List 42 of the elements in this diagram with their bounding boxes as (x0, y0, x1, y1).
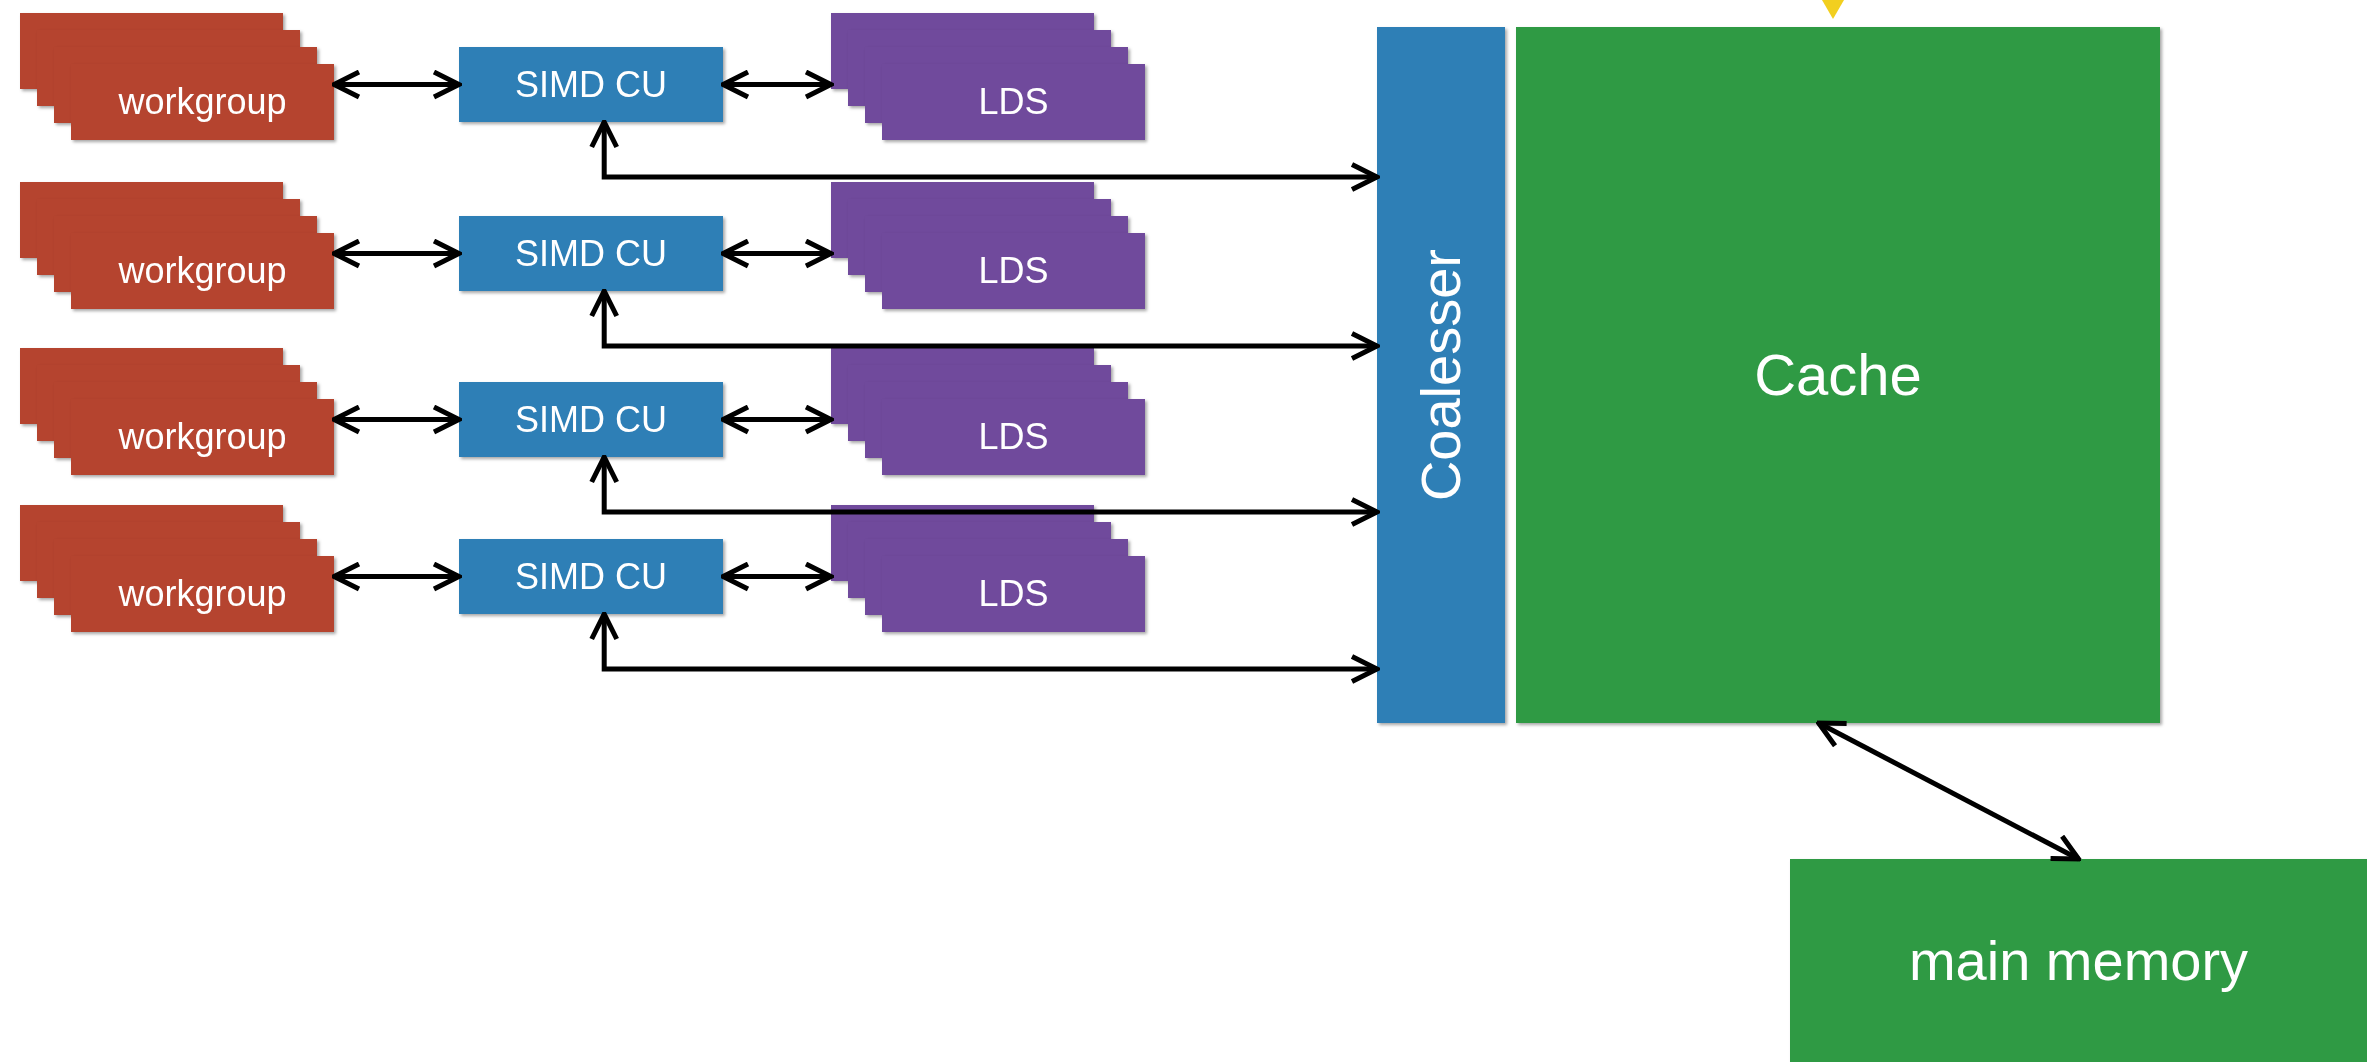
node-label: LDS (978, 253, 1049, 289)
double-arrow (720, 69, 834, 100)
lds-card-stack (831, 13, 1145, 140)
double-arrow (331, 561, 462, 592)
main-memory-box (1790, 859, 2367, 1062)
double-arrow (720, 561, 834, 592)
workgroup-card-stack (20, 13, 334, 140)
node-label: LDS (978, 576, 1049, 612)
double-arrow (589, 119, 1380, 192)
double-arrow (720, 404, 834, 435)
compute-unit-box (459, 539, 723, 614)
node-label: Coalesser (1413, 248, 1469, 502)
cache-box (1516, 27, 2160, 723)
double-arrow (720, 238, 834, 269)
double-arrow (589, 611, 1380, 684)
node-label: workgroup (118, 84, 287, 120)
double-arrow (331, 238, 462, 269)
coalescer-bar (1377, 27, 1505, 723)
double-arrow (1816, 720, 2081, 862)
node-label: SIMD CU (515, 558, 667, 595)
workgroup-card-stack (20, 348, 334, 475)
node-label: LDS (978, 84, 1049, 120)
lds-card-stack (831, 348, 1145, 475)
node-label: Cache (1754, 346, 1922, 404)
lds-card-stack (831, 505, 1145, 632)
workgroup-card-stack (20, 505, 334, 632)
node-label: workgroup (118, 253, 287, 289)
double-arrow (331, 69, 462, 100)
compute-unit-box (459, 216, 723, 291)
workgroup-card-stack (20, 182, 334, 309)
node-label: SIMD CU (515, 66, 667, 103)
node-label: LDS (978, 419, 1049, 455)
node-label: workgroup (118, 576, 287, 612)
compute-unit-box (459, 382, 723, 457)
double-arrow (589, 288, 1380, 361)
node-label: SIMD CU (515, 401, 667, 438)
lds-card-stack (831, 182, 1145, 309)
node-label: SIMD CU (515, 235, 667, 272)
compute-unit-box (459, 47, 723, 122)
double-arrow (331, 404, 462, 435)
node-label: workgroup (118, 419, 287, 455)
double-arrow (589, 454, 1380, 527)
